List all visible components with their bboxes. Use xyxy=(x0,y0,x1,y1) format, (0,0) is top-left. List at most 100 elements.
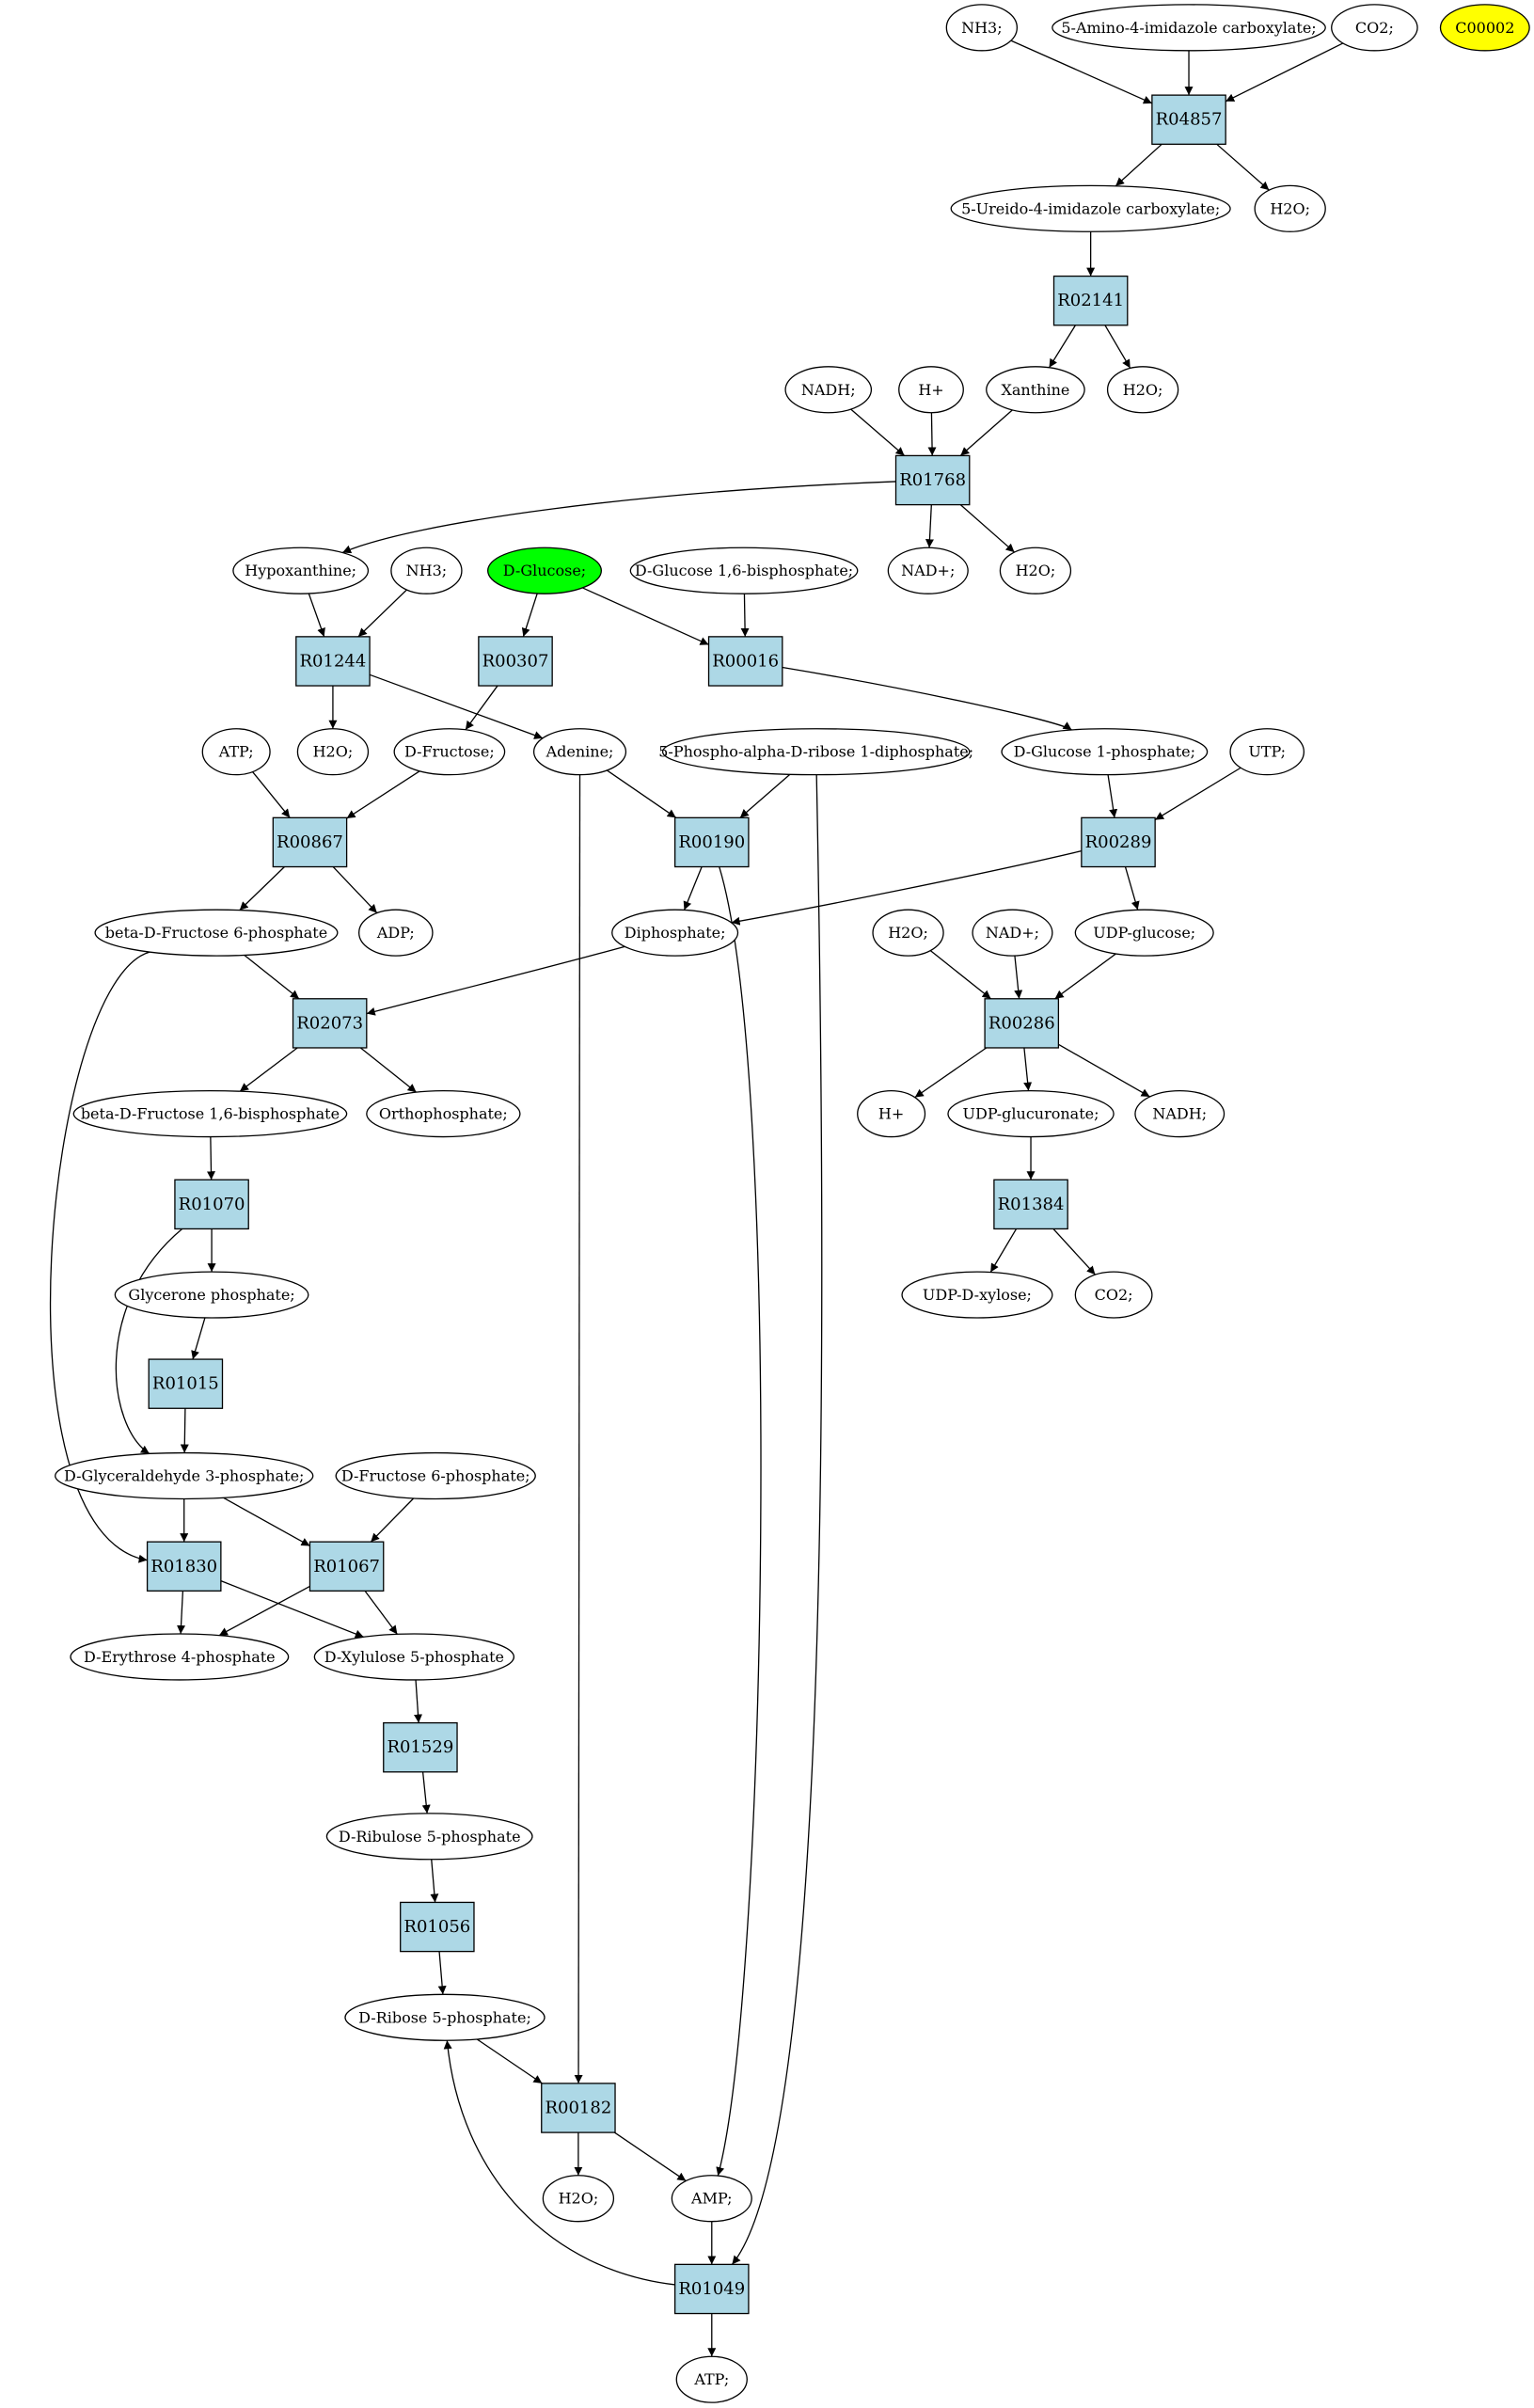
compound-node-nadh_b[interactable]: NADH; xyxy=(1134,1089,1226,1138)
compound-ellipse xyxy=(671,2175,752,2223)
compound-node-nh3_a[interactable]: NH3; xyxy=(945,4,1019,52)
compound-node-amp[interactable]: AMP; xyxy=(671,2175,752,2223)
compound-node-bf6p[interactable]: beta-D-Fructose 6-phosphate xyxy=(94,909,339,957)
edge-R02141-to-xanthine xyxy=(1048,325,1076,369)
compound-node-utp[interactable]: UTP; xyxy=(1229,728,1305,776)
reaction-node-R00307[interactable]: R00307 xyxy=(478,636,553,687)
compound-node-nadh_a[interactable]: NADH; xyxy=(784,366,873,414)
reaction-node-R01067[interactable]: R01067 xyxy=(308,1541,385,1592)
reaction-node-R04857[interactable]: R04857 xyxy=(1151,94,1226,145)
reaction-node-R01070[interactable]: R01070 xyxy=(174,1179,249,1230)
node-label: NADH; xyxy=(1152,1105,1207,1123)
node-label: H2O; xyxy=(888,924,928,942)
edge-R02073-to-bf16bp xyxy=(239,1047,298,1092)
node-label: R00190 xyxy=(678,832,745,852)
compound-node-hplus_b[interactable]: H+ xyxy=(857,1089,926,1138)
edge-hypox-to-R01244 xyxy=(308,593,325,638)
node-label: R01049 xyxy=(678,2279,745,2299)
compound-node-f6p[interactable]: D-Fructose 6-phosphate; xyxy=(335,1451,536,1500)
compound-node-aica[interactable]: 5-Amino-4-imidazole carboxylate; xyxy=(1052,4,1326,52)
edge-nadh_a-to-R01768 xyxy=(850,408,905,456)
reaction-node-R00867[interactable]: R00867 xyxy=(272,816,348,868)
node-label: R01244 xyxy=(300,651,367,671)
compound-ellipse xyxy=(999,547,1072,594)
reaction-node-R00016[interactable]: R00016 xyxy=(707,636,783,687)
compound-node-prpp[interactable]: 5-Phospho-alpha-D-ribose 1-diphosphate; xyxy=(658,728,973,776)
compound-node-udpglc[interactable]: UDP-glucose; xyxy=(1074,909,1214,957)
compound-node-g16bp[interactable]: D-Glucose 1,6-bisphosphate; xyxy=(629,547,859,594)
reaction-node-R01384[interactable]: R01384 xyxy=(993,1179,1068,1230)
reaction-node-R00289[interactable]: R00289 xyxy=(1081,816,1156,868)
compound-node-ureido[interactable]: 5-Ureido-4-imidazole carboxylate; xyxy=(950,184,1231,232)
compound-node-h2o_b[interactable]: H2O; xyxy=(1106,366,1179,414)
compound-node-h2o_f[interactable]: H2O; xyxy=(542,2175,615,2223)
node-label: H2O; xyxy=(559,2190,599,2208)
node-label: H2O; xyxy=(1016,562,1056,579)
compound-node-glyp[interactable]: Glycerone phosphate; xyxy=(114,1271,309,1319)
compound-node-adenine[interactable]: Adenine; xyxy=(532,728,627,776)
edge-R00867-to-adp xyxy=(332,866,378,914)
compound-ellipse xyxy=(232,547,370,594)
compound-node-atp_b[interactable]: ATP; xyxy=(675,2355,748,2403)
compound-node-xanthine[interactable]: Xanthine xyxy=(986,366,1085,414)
node-label: Hypoxanthine; xyxy=(245,562,356,579)
reaction-node-R01830[interactable]: R01830 xyxy=(146,1541,222,1592)
compound-node-h2o_e[interactable]: H2O; xyxy=(872,909,944,957)
node-label: 5-Ureido-4-imidazole carboxylate; xyxy=(961,199,1220,217)
reaction-node-R00182[interactable]: R00182 xyxy=(541,2083,616,2133)
compound-node-c00002[interactable]: C00002 xyxy=(1439,4,1530,52)
compound-node-h2o_a[interactable]: H2O; xyxy=(1254,184,1326,232)
compound-node-adp[interactable]: ADP; xyxy=(358,909,434,957)
reaction-node-R00286[interactable]: R00286 xyxy=(984,998,1060,1049)
compound-node-dfructose[interactable]: D-Fructose; xyxy=(393,728,506,776)
reaction-node-R01056[interactable]: R01056 xyxy=(400,1901,475,1953)
compound-node-nadp_a[interactable]: NAD+; xyxy=(887,547,969,594)
node-label: Adenine; xyxy=(546,743,614,761)
edge-prpp-to-R00190 xyxy=(739,773,791,818)
reaction-box xyxy=(272,816,348,868)
compound-ellipse xyxy=(857,1089,926,1138)
reaction-node-R02141[interactable]: R02141 xyxy=(1052,275,1129,326)
compound-ellipse xyxy=(629,547,859,594)
compound-node-x5p[interactable]: D-Xylulose 5-phosphate xyxy=(313,1633,515,1681)
compound-node-g1p[interactable]: D-Glucose 1-phosphate; xyxy=(1001,728,1209,776)
edge-R01384-to-co2_b xyxy=(1052,1228,1096,1275)
compound-node-nh3_b[interactable]: NH3; xyxy=(390,547,463,594)
compound-node-atp_a[interactable]: ATP; xyxy=(201,728,271,776)
node-label: R01529 xyxy=(387,1737,453,1757)
reaction-box xyxy=(295,636,371,687)
compound-node-r5p[interactable]: D-Ribose 5-phosphate; xyxy=(344,1993,546,2041)
compound-node-udpglcu[interactable]: UDP-glucuronate; xyxy=(947,1089,1115,1138)
compound-node-bf16bp[interactable]: beta-D-Fructose 1,6-bisphosphate xyxy=(72,1089,348,1138)
edge-R01070-to-g3p xyxy=(115,1228,183,1455)
compound-node-co2_a[interactable]: CO2; xyxy=(1331,4,1418,52)
reaction-node-R00190[interactable]: R00190 xyxy=(673,816,750,868)
compound-node-diphos[interactable]: Diphosphate; xyxy=(611,909,739,957)
reaction-node-R01015[interactable]: R01015 xyxy=(148,1358,224,1409)
edge-co2_a-to-R04857 xyxy=(1225,42,1344,103)
compound-node-nadp_b[interactable]: NAD+; xyxy=(972,909,1053,957)
compound-node-hplus_a[interactable]: H+ xyxy=(898,366,964,414)
compound-ellipse xyxy=(1229,728,1305,776)
compound-node-h2o_d[interactable]: H2O; xyxy=(296,728,370,776)
compound-node-ru5p[interactable]: D-Ribulose 5-phosphate xyxy=(325,1813,533,1861)
node-label: NADH; xyxy=(801,381,856,399)
compound-node-dglucose[interactable]: D-Glucose; xyxy=(487,547,603,594)
compound-node-h2o_c[interactable]: H2O; xyxy=(999,547,1072,594)
compound-node-e4p[interactable]: D-Erythrose 4-phosphate xyxy=(70,1633,290,1681)
reaction-node-R02073[interactable]: R02073 xyxy=(292,998,368,1049)
compound-node-hypox[interactable]: Hypoxanthine; xyxy=(232,547,370,594)
compound-ellipse xyxy=(1074,1271,1153,1319)
node-label: D-Glucose 1,6-bisphosphate; xyxy=(635,562,853,579)
reaction-node-R01049[interactable]: R01049 xyxy=(673,2263,750,2315)
compound-node-g3p[interactable]: D-Glyceraldehyde 3-phosphate; xyxy=(55,1451,314,1500)
reaction-node-R01529[interactable]: R01529 xyxy=(383,1721,458,1773)
reaction-node-R01768[interactable]: R01768 xyxy=(894,454,971,506)
compound-node-udpxyl[interactable]: UDP-D-xylose; xyxy=(901,1271,1053,1319)
compound-ellipse xyxy=(887,547,969,594)
node-label: D-Ribulose 5-phosphate xyxy=(339,1828,521,1846)
compound-node-co2_b[interactable]: CO2; xyxy=(1074,1271,1153,1319)
compound-node-orthophos[interactable]: Orthophosphate; xyxy=(366,1089,521,1138)
reaction-node-R01244[interactable]: R01244 xyxy=(295,636,371,687)
